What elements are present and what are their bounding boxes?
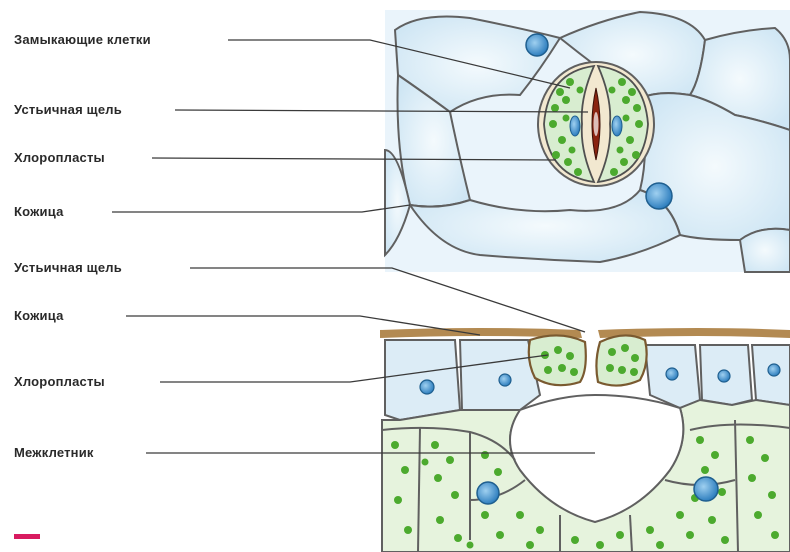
label-top-epidermis: Кожица <box>14 204 64 219</box>
nucleus <box>477 482 499 504</box>
leaf-cross-section <box>380 328 790 552</box>
nucleus <box>718 370 730 382</box>
nucleus <box>526 34 548 56</box>
label-cross-epidermis: Кожица <box>14 308 64 323</box>
epidermal-cell <box>385 340 460 420</box>
label-intercellular-space: Межклетник <box>14 445 94 460</box>
nucleus <box>768 364 780 376</box>
stoma-top <box>538 62 654 186</box>
guard-cell-right <box>596 335 646 385</box>
leader-cross-slit <box>190 268 585 332</box>
guard-nucleus <box>612 116 622 136</box>
guard-cell-left <box>529 335 586 385</box>
leader-top-epidermis <box>112 205 410 212</box>
nucleus <box>694 477 718 501</box>
nucleus <box>666 368 678 380</box>
nucleus <box>499 374 511 386</box>
pink-marker <box>14 534 40 539</box>
label-cross-stomatal-slit: Устьичная щель <box>14 260 122 275</box>
epidermal-cell <box>740 229 790 272</box>
label-top-stomatal-slit: Устьичная щель <box>14 102 122 117</box>
label-cross-chloroplasts: Хлоропласты <box>14 374 105 389</box>
guard-nucleus <box>570 116 580 136</box>
label-top-chloroplasts: Хлоропласты <box>14 150 105 165</box>
nucleus <box>646 183 672 209</box>
epidermis-top-view <box>385 10 790 272</box>
nucleus <box>420 380 434 394</box>
label-top-guard-cells: Замыкающие клетки <box>14 32 151 47</box>
